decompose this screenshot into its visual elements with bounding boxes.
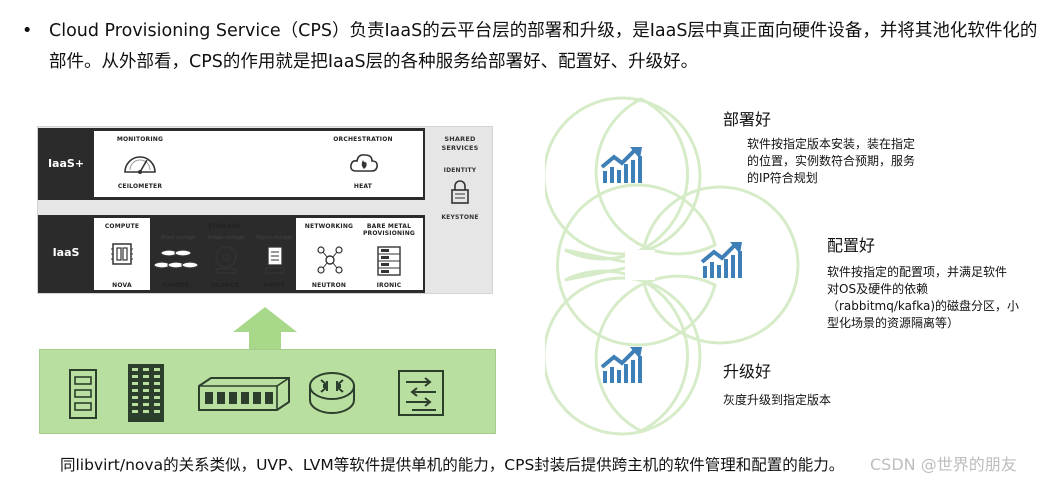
section-config-desc: 软件按指定的配置项，并满足软件 对OS及硬件的依赖 （rabbitmq/kafk… — [827, 264, 1042, 332]
iaas-plus-label: IaaS+ — [47, 157, 85, 170]
watermark: CSDN @世界的朋友 — [870, 455, 1017, 474]
section-upgrade-title: 升级好 — [723, 362, 772, 381]
server-chip-icon — [111, 243, 133, 265]
hardware-band — [39, 349, 496, 434]
up-arrow-icon — [233, 307, 297, 349]
bare-metal-title: BARE METAL — [366, 223, 412, 230]
image-storage-label: Image storage — [207, 235, 245, 241]
rack-server-icon — [198, 377, 290, 411]
section-upgrade-desc: 灰度升级到指定版本 — [723, 392, 923, 409]
growth-chart-icon-2 — [700, 242, 742, 278]
storage-array-icon — [128, 364, 164, 422]
growth-chart-icon — [600, 147, 642, 183]
swift-label: SWIFT — [262, 282, 286, 289]
ironic-label: IRONIC — [376, 282, 402, 289]
openstack-diagram: IaaS+ IaaS MONITORING CEILOMETER ORCHEST… — [37, 126, 493, 294]
shared-title: SHARED — [444, 135, 476, 143]
desc-line: 软件按指定版本安装，装在指定 — [747, 137, 916, 151]
section-deploy-desc: 软件按指定版本安装，装在指定 的位置，实例数符合预期，服务 的IP符合规划 — [747, 136, 967, 187]
switch-icon — [398, 370, 444, 416]
desc-line: 的IP符合规划 — [747, 171, 818, 185]
gauge-icon — [124, 156, 156, 174]
desc-line: 灰度升级到指定版本 — [723, 393, 832, 407]
neutron-label: NEUTRON — [311, 282, 347, 289]
network-panel — [296, 218, 423, 290]
desc-line: （rabbitmq/kafka)的磁盘分区，小 — [827, 299, 1020, 313]
router-icon — [309, 372, 355, 414]
document-stack-icon — [265, 246, 285, 274]
monitoring-title: MONITORING — [116, 136, 164, 143]
bullet: • — [22, 21, 33, 41]
desc-line: 型化场景的资源隔离等） — [827, 316, 960, 330]
disc-icon — [215, 246, 237, 274]
nova-label: NOVA — [112, 282, 132, 289]
growth-chart-icon-3 — [600, 347, 642, 383]
object-storage-label: Object storage — [255, 235, 293, 241]
glance-label: GLANCE — [210, 282, 240, 289]
block-storage-icon — [153, 249, 199, 269]
ceilometer-label: CEILOMETER — [117, 183, 163, 190]
iaas-label: IaaS — [52, 246, 80, 259]
compute-title: COMPUTE — [104, 223, 140, 230]
orchestration-title: ORCHESTRATION — [333, 136, 393, 143]
heat-label: HEAT — [353, 183, 373, 190]
network-nodes-icon — [317, 246, 343, 274]
networking-title: NETWORKING — [304, 223, 354, 230]
block-storage-label: Block storage — [160, 235, 196, 241]
desc-line: 软件按指定的配置项，并满足软件 — [827, 265, 1008, 279]
desc-line: 的位置，实例数符合预期，服务 — [747, 154, 916, 168]
section-deploy-title: 部署好 — [723, 110, 772, 129]
petal-shape — [545, 96, 800, 436]
iaas-plus-panel — [94, 131, 423, 197]
lock-icon — [451, 180, 469, 204]
storage-title: STORAGE — [207, 223, 241, 230]
provisioning-title: PROVISIONING — [362, 230, 416, 237]
cinder-label: CINDER — [162, 282, 190, 289]
keystone-label: KEYSTONE — [441, 214, 479, 221]
server-rack-icon — [377, 246, 401, 276]
server-tower-icon — [69, 369, 97, 419]
desc-line: 对OS及硬件的依赖 — [827, 282, 929, 296]
cloud-flame-icon — [350, 154, 378, 172]
compute-panel — [94, 218, 150, 290]
services-title: SERVICES — [441, 144, 479, 152]
section-config-title: 配置好 — [827, 236, 876, 255]
footer-note: 同libvirt/nova的关系类似，UVP、LVM等软件提供单机的能力，CPS… — [60, 456, 845, 474]
identity-title: IDENTITY — [443, 167, 477, 174]
intro-text: Cloud Provisioning Service（CPS）负责IaaS的云平… — [49, 21, 1038, 72]
